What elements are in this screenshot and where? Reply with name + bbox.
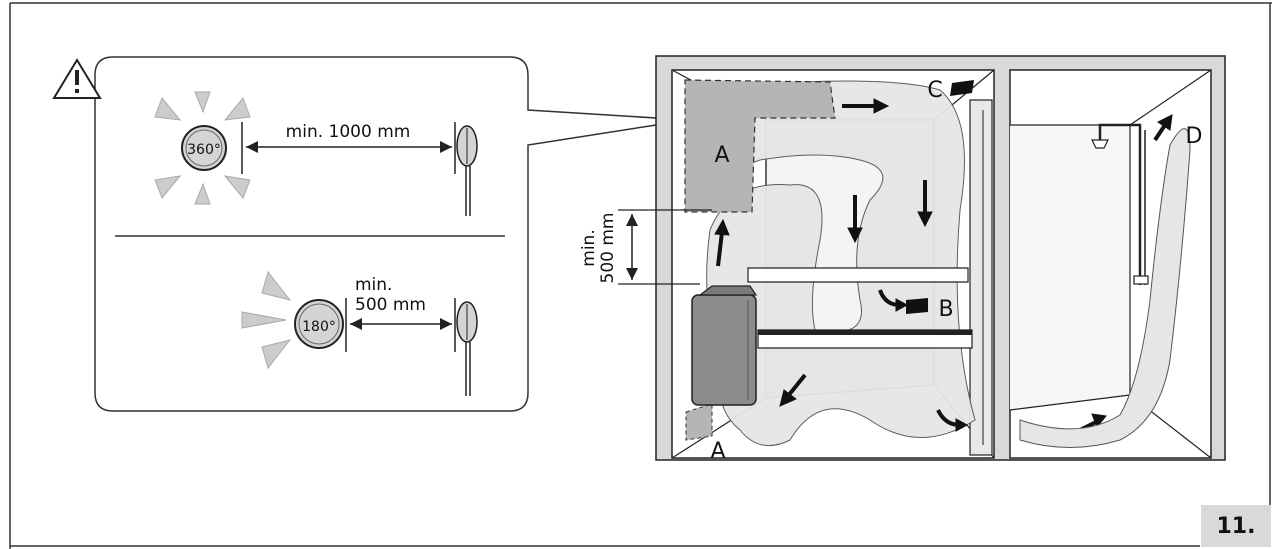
zone-a-top-label: A [714, 143, 729, 168]
vent-d-label: D [1186, 124, 1203, 149]
sauna-room-diagram: A A min. 500 mm [579, 55, 1226, 464]
vent-b-label: B [938, 297, 953, 322]
vertical-clearance-label-line1: min. [579, 229, 599, 266]
angle-180-label: 180° [302, 319, 336, 335]
heater-icon [691, 285, 758, 406]
angle-360-label: 360° [187, 142, 221, 158]
heater-360-top-view: 360° min. 1000 mm [154, 91, 456, 205]
distance-500-label-line2: 500 mm [355, 295, 426, 315]
heater-180-top-view: 180° min. 500 mm [241, 270, 456, 370]
vertical-clearance-label-line2: 500 mm [598, 213, 618, 284]
distance-1000-label: min. 1000 mm [286, 122, 411, 142]
sensor-icon [456, 125, 478, 216]
sensor-icon [456, 301, 478, 396]
vent-c-label: C [927, 78, 942, 103]
shower-icon [1091, 123, 1149, 285]
zone-a-bottom-label: A [710, 439, 725, 464]
figure-number-badge: 11. [1201, 505, 1271, 547]
warning-icon [52, 58, 102, 99]
distance-500-label-line1: min. [355, 275, 392, 295]
clearance-callout: 360° min. 1000 mm 180° [52, 56, 689, 412]
